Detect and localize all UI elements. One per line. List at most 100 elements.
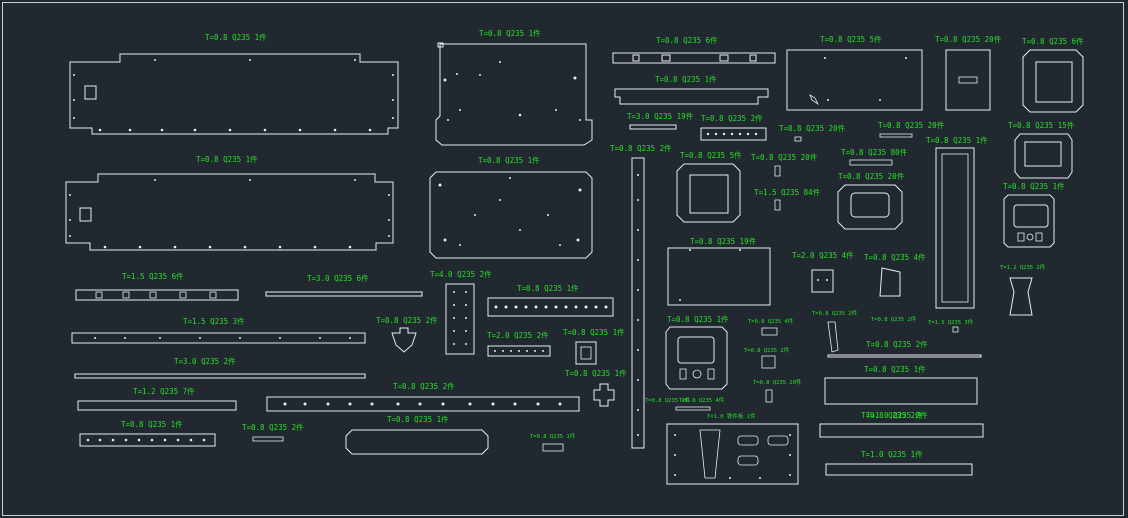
side-panel-1 — [435, 42, 593, 146]
window-frame-3 — [676, 163, 741, 223]
bracket-small-2 — [879, 133, 913, 138]
part-label: T=0.8 Q235 4件 — [864, 252, 926, 262]
bar-19 — [629, 124, 677, 130]
holed-bar-3 — [266, 396, 580, 412]
part-label: T=0.8 Q235 2件 — [242, 422, 304, 432]
part-label: T=3.0 Q235 19件 — [627, 111, 694, 121]
part-label: T=0.8 Q235 80件 — [841, 147, 908, 157]
part-label: T=0.8 Q235 1件 — [478, 155, 540, 165]
part-label: T=0.8 Q235 2件 — [376, 315, 438, 325]
perforated-strip — [700, 127, 767, 141]
holed-bar-2 — [487, 345, 551, 357]
part-label: T=0.8 Q235 2件 — [861, 410, 923, 420]
part-label: T=0.8 Q235 1件 — [196, 154, 258, 164]
large-panel-2 — [65, 173, 394, 251]
part-label: T=0.8 Q235 5件 — [680, 150, 742, 160]
part-label: T=0.8 Q235 1件 — [121, 419, 183, 429]
part-label: T=0.8 Q235 6件 — [1022, 36, 1084, 46]
part-label: T=0.8 Q235 1件 — [655, 74, 717, 84]
side-panel-2 — [429, 171, 593, 259]
part-label: T=0.8 Q235 1件 — [563, 327, 625, 337]
holed-bar-4 — [79, 433, 216, 447]
bracket-small-7 — [952, 326, 959, 333]
part-label: T=0.8 Q235 2件 — [871, 315, 917, 323]
part-label: T=1.5 Q235 84件 — [754, 187, 821, 197]
tall-panel — [935, 147, 975, 309]
holed-bar-1 — [487, 297, 614, 317]
part-label: T=3.0 Q235 6件 — [307, 273, 369, 283]
flat-bar-2 — [827, 354, 982, 358]
control-panel-1 — [1003, 194, 1055, 248]
part-label: T=4.0 Q235 2件 — [430, 269, 492, 279]
clip-bracket — [391, 327, 417, 353]
part-label: T=0.8 Q235 2件 — [744, 346, 790, 354]
bracket-small-4 — [774, 165, 781, 177]
cabinet-panel — [667, 247, 771, 306]
part-label: T=0.8 Q235 1件 — [387, 414, 449, 424]
mounting-plate — [666, 423, 799, 485]
part-label: T=0.8 Q235 1件 — [864, 364, 926, 374]
angle-bracket — [827, 321, 839, 353]
part-label: T=0.8 Q235 1件 — [205, 32, 267, 42]
part-label: T=0.8 Q235 5件 — [820, 34, 882, 44]
hourglass-part — [1009, 277, 1033, 316]
box-panel — [786, 49, 923, 111]
small-box — [945, 49, 991, 111]
part-label: T=0.8 Q235 2件 — [645, 396, 691, 404]
part-label: T=0.8 Q235 20件 — [935, 34, 1002, 44]
bracket-small-11 — [542, 443, 564, 452]
bracket-small-9 — [765, 389, 773, 403]
part-label: T=0.8 Q235 20件 — [878, 120, 945, 130]
part-label: T=2.0 Q235 4件 — [792, 250, 854, 260]
part-label: T=0.8 Q235 1件 — [565, 368, 627, 378]
part-label: T=1.5 Q235 3件 — [183, 316, 245, 326]
flat-bar-5 — [675, 406, 711, 411]
bracket-square — [575, 341, 597, 365]
bracket-small-6 — [761, 327, 778, 336]
part-label: T=0.8 Q235 1件 — [479, 28, 541, 38]
part-label: T=0.8 Q235 20件 — [753, 378, 802, 386]
part-label: T=0.8 Q235 1件 — [1003, 181, 1065, 191]
part-label: T=0.8 Q235 4件 — [679, 396, 725, 404]
slotted-bar-1 — [75, 289, 239, 301]
flat-bar-6 — [825, 463, 973, 476]
part-label: T=1.5 Q235 6件 — [122, 271, 184, 281]
window-frame-1 — [1022, 49, 1084, 113]
flat-bar-3 — [74, 373, 366, 379]
part-label: T=0.8 Q235 2件 — [866, 339, 928, 349]
part-label: T=1.5 Q235 3件 — [928, 318, 974, 326]
cross-bracket — [593, 383, 615, 407]
rail-strip-1 — [612, 52, 776, 64]
part-labels: T=0.8 Q235 1件 T=0.8 Q235 1件 T=0.8 Q235 6… — [121, 28, 1084, 459]
part-label: T=2.0 Q235 2件 — [487, 330, 549, 340]
part-label: T=0.8 Q235 1件 — [667, 314, 729, 324]
sheet-metal-parts — [65, 42, 1084, 485]
part-label: T=1.2 Q235 7件 — [133, 386, 195, 396]
window-frame-2 — [1014, 133, 1073, 179]
control-panel-2 — [665, 326, 728, 390]
part-label: T=0.8 Q235 20件 — [751, 152, 818, 162]
cover-plate — [345, 429, 489, 455]
part-label: T=0.8 Q235 20件 — [779, 123, 846, 133]
flat-bar-1 — [265, 291, 423, 297]
part-label: T=1.2 Q235 2件 — [1000, 263, 1046, 271]
bracket-small-8 — [761, 355, 776, 369]
box-cover-2 — [819, 423, 984, 438]
perforated-post — [445, 283, 475, 355]
part-label: T=0.8 Q235 19件 — [690, 236, 757, 246]
part-label: T=0.8 Q235 1件 — [530, 432, 576, 440]
part-label: T=0.8 Q235 2件 — [701, 113, 763, 123]
part-label: T=0.8 Q235 2件 — [812, 309, 858, 317]
part-label: T=0.8 Q235 1件 — [517, 283, 579, 293]
part-label: T=0.8 Q235 2件 — [610, 143, 672, 153]
slotted-bar-2 — [71, 332, 366, 344]
bracket-small-3 — [849, 159, 893, 166]
part-label: T=1.0 Q235 2件 — [866, 410, 928, 420]
part-label: T=1.0 Q235 1件 — [861, 449, 923, 459]
large-panel-1 — [69, 53, 399, 135]
part-label: T=0.8 Q235 4件 — [748, 317, 794, 325]
part-label: T=0.8 Q235 2件 — [393, 381, 455, 391]
rail-strip-2 — [614, 88, 769, 105]
